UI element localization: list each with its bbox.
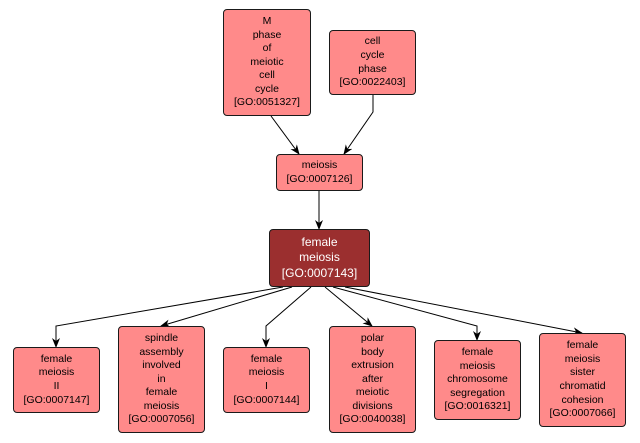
- node-label-line: female: [566, 339, 599, 352]
- node-label-line: [GO:0007143]: [281, 265, 358, 280]
- node-label-line: chromatid: [559, 380, 606, 392]
- node-label-line: phase: [358, 62, 387, 75]
- edge-female-meiosis-to-female-meiosis-i: [262, 286, 312, 348]
- node-label-line: female: [250, 352, 283, 365]
- node-label-line: phase: [252, 28, 282, 41]
- node-label-line: body: [361, 345, 384, 358]
- node-label-line: [GO:0016321]: [444, 400, 511, 413]
- node-label-line: chromosome: [447, 373, 508, 386]
- node-meiosis[interactable]: meiosis[GO:0007126]: [276, 154, 363, 191]
- node-label-line: cell: [364, 35, 381, 48]
- node-label-line: segregation: [450, 386, 505, 399]
- node-label-line: female: [40, 352, 73, 365]
- edge-female-meiosis-to-female-meiosis-ii: [52, 286, 284, 348]
- node-label-line: M: [262, 14, 272, 27]
- node-label-line: [GO:0022403]: [339, 76, 406, 89]
- node-label-line: meiotic: [355, 386, 390, 399]
- node-label-line: [GO:0007144]: [233, 393, 300, 406]
- node-label-line: meiosis: [301, 158, 338, 171]
- node-label-line: [GO:0007147]: [23, 393, 90, 406]
- edge-female-meiosis-to-sister-chromatid: [344, 286, 583, 336]
- node-label-line: cell: [259, 69, 275, 82]
- node-label-line: assembly: [139, 345, 184, 358]
- node-label-line: meiotic: [250, 55, 284, 68]
- node-label-line: meiosis: [143, 399, 180, 412]
- node-label-line: polar: [360, 331, 385, 344]
- node-label-line: spindle: [144, 331, 179, 344]
- edge-cell-cycle-phase-to-meiosis: [343, 95, 374, 155]
- node-label-line: cohesion: [561, 393, 604, 406]
- node-label-line: of: [262, 42, 272, 55]
- edge-female-meiosis-to-polar-body: [324, 286, 373, 327]
- node-label-line: meiosis: [299, 250, 340, 265]
- node-label-line: [GO:0007126]: [286, 172, 353, 185]
- node-label-line: [GO:0007066]: [549, 407, 616, 420]
- node-label-line: [GO:0040038]: [339, 413, 406, 426]
- node-label-line: sister: [569, 366, 596, 379]
- node-label-line: II: [53, 380, 60, 392]
- node-label-line: [GO:0051327]: [234, 96, 300, 109]
- edge-m-phase-to-meiosis: [270, 115, 300, 155]
- node-label-line: meiosis: [564, 352, 601, 365]
- node-label-line: divisions: [352, 399, 393, 412]
- node-label-line: I: [265, 380, 268, 392]
- node-label-line: female: [461, 346, 494, 359]
- node-label-line: cycle: [255, 82, 279, 95]
- node-label-line: cycle: [360, 48, 385, 61]
- node-label-line: meiosis: [38, 366, 75, 379]
- node-label-line: female: [301, 234, 338, 249]
- node-label-line: meiosis: [459, 359, 496, 372]
- node-label-line: female: [145, 386, 178, 399]
- node-label-line: [GO:0007056]: [128, 413, 195, 426]
- node-label-line: meiosis: [248, 366, 285, 379]
- node-label-line: after: [361, 372, 383, 385]
- node-label-line: in: [157, 372, 166, 385]
- edge-female-meiosis-to-chromosome-segregation: [332, 286, 481, 341]
- edge-female-meiosis-to-spindle-assembly: [160, 286, 293, 328]
- node-label-line: involved: [142, 359, 181, 372]
- node-label-line: extrusion: [351, 359, 394, 372]
